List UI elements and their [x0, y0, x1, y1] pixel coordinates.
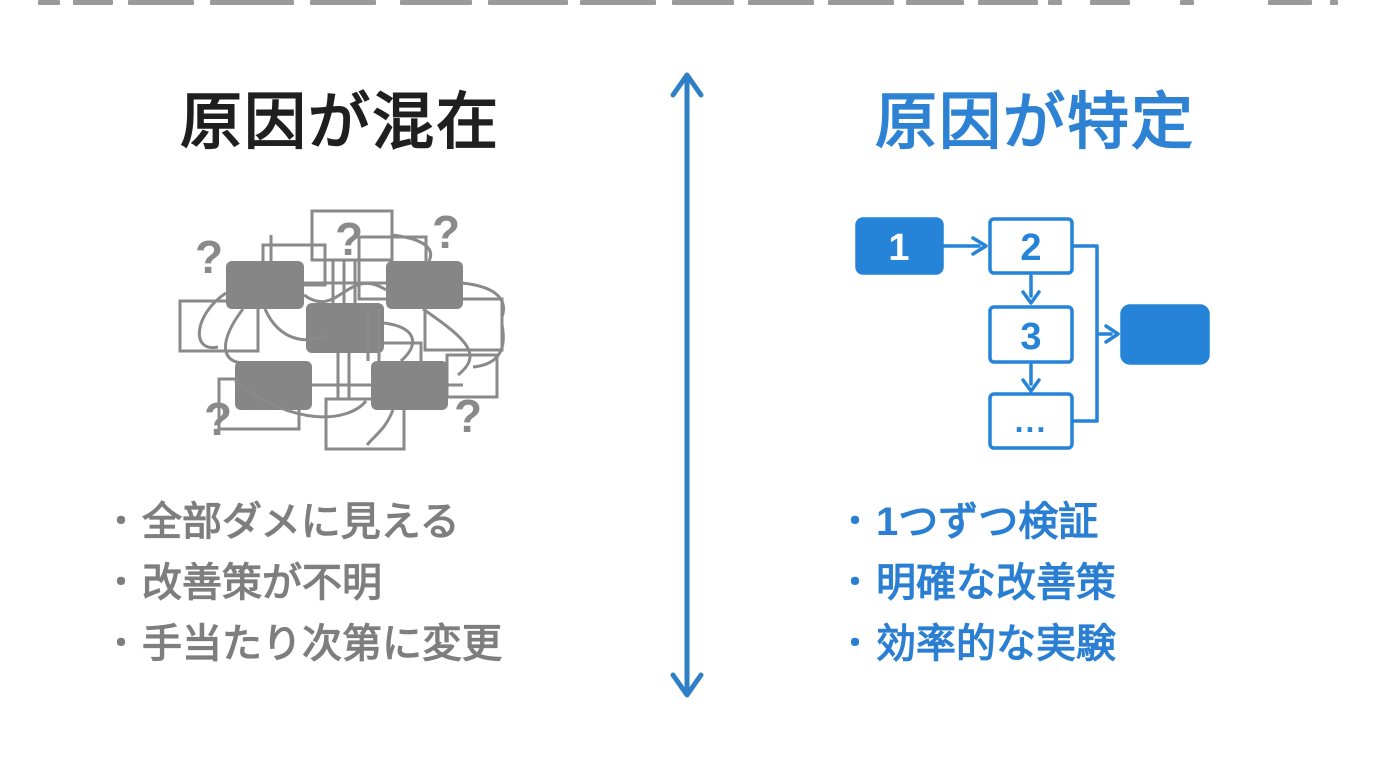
flow-result-box — [1120, 304, 1210, 365]
bullet-dot: ・ — [838, 625, 872, 663]
cause-box — [306, 303, 384, 353]
flow-step-1-box — [855, 217, 944, 275]
outline-box — [324, 397, 406, 451]
question-mark: ? — [432, 206, 460, 258]
list-item: ・ 改善策が不明 — [104, 563, 502, 603]
bullet-dot: ・ — [104, 503, 138, 541]
connector-line — [391, 233, 432, 262]
bullet-text: 1つずつ検証 — [876, 500, 1099, 544]
bullet-dot: ・ — [104, 564, 138, 602]
flow-step-2-label: 2 — [1020, 227, 1041, 269]
question-mark: ? — [454, 390, 482, 442]
left-bullet-list: ・ 全部ダメに見える ・ 改善策が不明 ・ 手当たり次第に変更 — [104, 502, 502, 685]
right-bullet-list: ・ 1つずつ検証 ・ 明確な改善策 ・ 効率的な実験 — [838, 502, 1116, 685]
list-item: ・ 明確な改善策 — [838, 563, 1116, 603]
list-item: ・ 効率的な実験 — [838, 624, 1116, 664]
flow-trunk-line — [1070, 244, 1099, 423]
bullet-dot: ・ — [104, 625, 138, 663]
connector-line — [461, 281, 505, 318]
bullet-text: 改善策が不明 — [142, 561, 382, 605]
cause-box — [371, 361, 448, 410]
cropped-text-artifact — [0, 0, 1376, 6]
bullet-dot: ・ — [838, 503, 872, 541]
connector-line — [383, 321, 414, 363]
flow-step-more-label: ... — [1015, 403, 1048, 439]
arrowhead-down-icon — [1021, 290, 1041, 305]
list-item: ・ 全部ダメに見える — [104, 502, 502, 542]
connector-line — [303, 281, 387, 304]
cause-box — [386, 261, 463, 309]
question-mark: ? — [195, 231, 223, 283]
right-panel-title: 原因が特定 — [874, 88, 1195, 157]
bullet-text: 全部ダメに見える — [142, 500, 460, 544]
arrowhead-down-icon — [670, 672, 704, 698]
connector-line — [263, 308, 326, 342]
flow-step-1-label: 1 — [888, 227, 909, 269]
arrowhead-down-icon — [1021, 378, 1041, 393]
arrowhead-right-icon — [1104, 324, 1120, 344]
arrowhead-up-icon — [670, 72, 704, 98]
connector-line — [422, 307, 472, 377]
question-mark: ? — [335, 213, 363, 265]
connector-line — [224, 308, 254, 365]
connector-line — [234, 379, 368, 419]
question-mark: ? — [204, 393, 232, 445]
cause-box — [235, 361, 312, 410]
connector-line — [365, 409, 395, 446]
arrowhead-right-icon — [971, 236, 988, 256]
connector-line — [472, 324, 505, 369]
tangled-causes-diagram: ? ? ? ? ? — [178, 206, 505, 451]
identified-cause-flowchart: 1 2 3 ... — [855, 217, 1210, 450]
flow-step-3-box — [988, 305, 1074, 364]
bullet-text: 効率的な実験 — [876, 622, 1116, 666]
outline-box — [423, 297, 504, 352]
connector-line — [384, 341, 423, 365]
bullet-text: 明確な改善策 — [876, 561, 1116, 605]
outline-box — [178, 299, 260, 353]
connector-line — [197, 291, 227, 350]
list-item: ・ 手当たり次第に変更 — [104, 624, 502, 664]
list-item: ・ 1つずつ検証 — [838, 502, 1116, 542]
vertical-double-arrow — [670, 72, 704, 698]
bullet-text: 手当たり次第に変更 — [142, 622, 502, 666]
flow-step-3-label: 3 — [1020, 316, 1041, 358]
bullet-dot: ・ — [838, 564, 872, 602]
left-panel-title: 原因が混在 — [179, 88, 500, 157]
cause-box — [226, 261, 304, 309]
